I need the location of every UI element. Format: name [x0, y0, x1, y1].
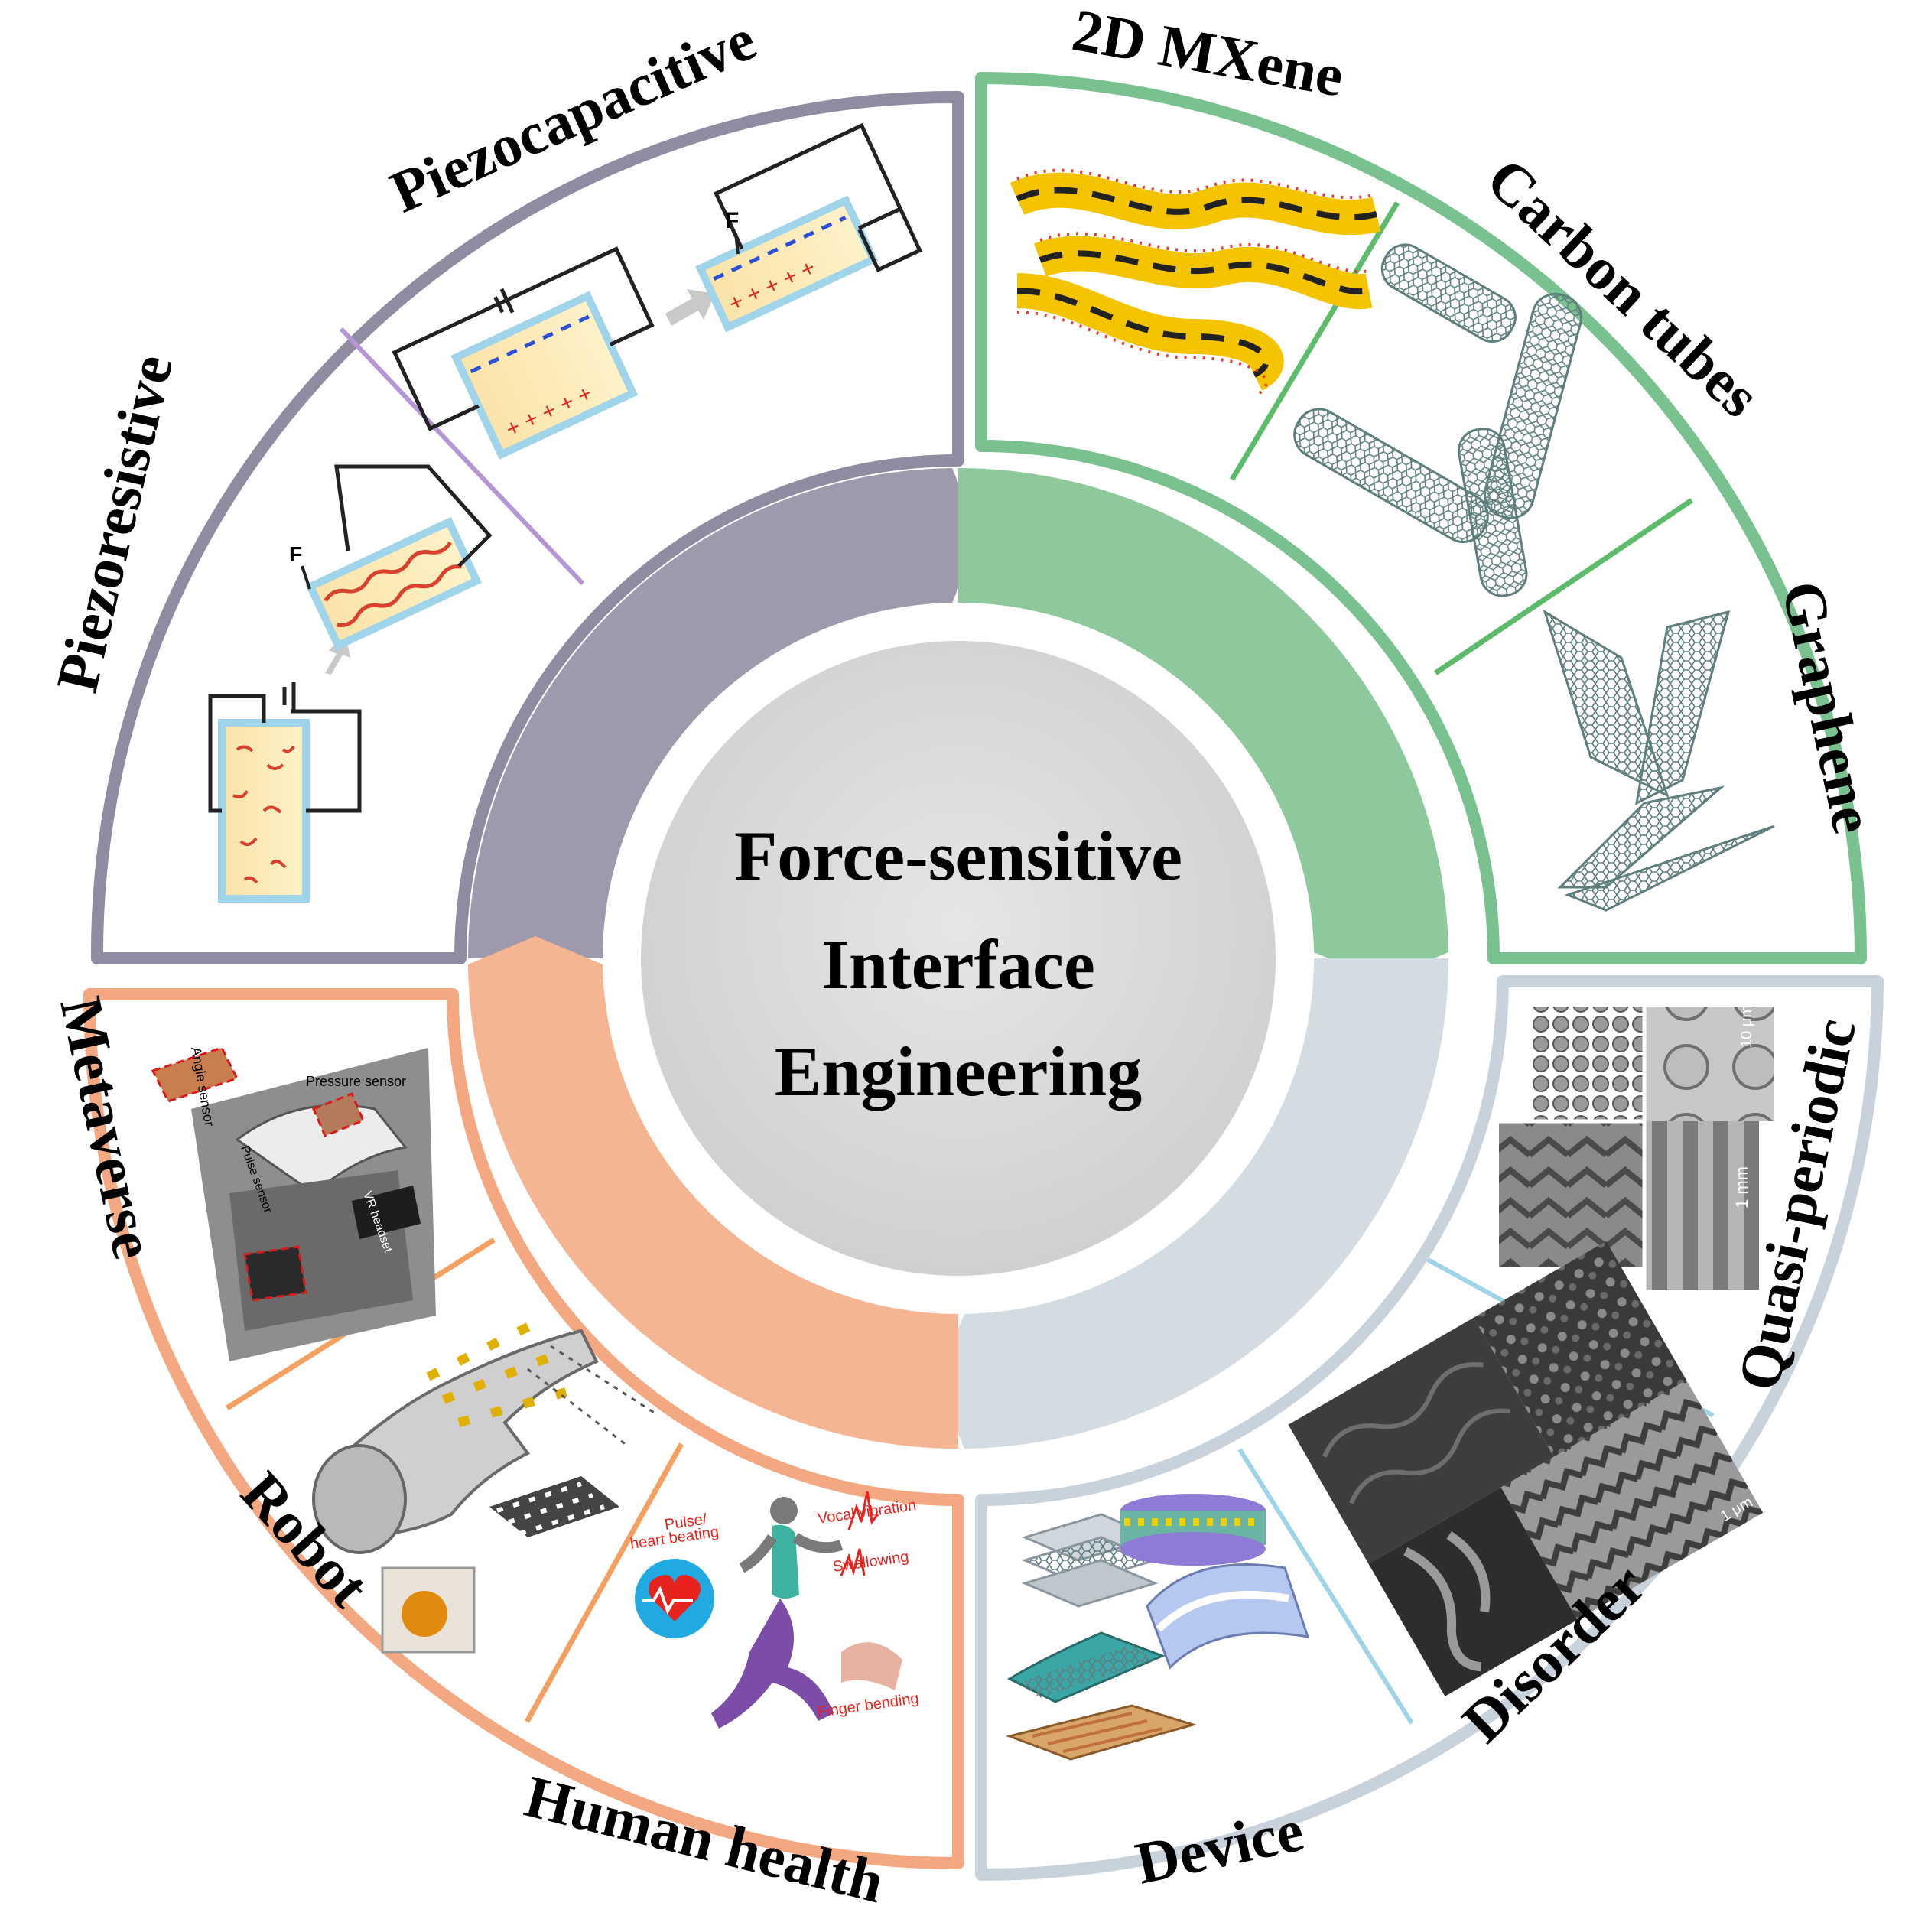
- applications-divider-2: [524, 1442, 684, 1723]
- force-label-2: F: [289, 542, 302, 566]
- pressure-sensor-label: Pressure sensor: [306, 1074, 406, 1089]
- robot-figure: [312, 1319, 658, 1654]
- metaverse-figure: Angle sensor Pressure sensor Pulse senso…: [151, 1046, 436, 1361]
- graphene-figure: [1543, 609, 1775, 912]
- force-label: F: [725, 208, 739, 233]
- materials-divider-2: [1434, 498, 1693, 675]
- disorder-figure: 1 μm: [1288, 1241, 1764, 1696]
- mxene-figure: [1010, 168, 1381, 398]
- sensing-arrow: [468, 468, 980, 958]
- carbon-tubes-figure: [1293, 243, 1583, 597]
- center-title-line3: Engineering: [775, 1033, 1142, 1111]
- piezocapacitive-figure: + + + + + + + + + + F: [392, 122, 923, 460]
- scale-10um-1: 10 μm: [1738, 1005, 1755, 1048]
- device-figure: [1005, 1494, 1310, 1761]
- applications-arrow: [468, 936, 958, 1449]
- structures-arrow: [936, 958, 1448, 1449]
- piezoresistive-figure: F: [208, 464, 493, 903]
- materials-divider-1: [1229, 201, 1400, 481]
- sensing-divider: [339, 327, 585, 586]
- structures-divider-2: [1237, 1448, 1414, 1725]
- materials-arrow: [958, 468, 1448, 981]
- scale-1mm: 1 mm: [1732, 1166, 1751, 1208]
- center-title-line2: Interface: [821, 925, 1095, 1003]
- quasi-periodic-figure: 10 μm 1 mm: [1499, 1005, 1774, 1290]
- center-disc: [633, 633, 1283, 1283]
- center-title-line1: Force-sensitive: [734, 817, 1182, 895]
